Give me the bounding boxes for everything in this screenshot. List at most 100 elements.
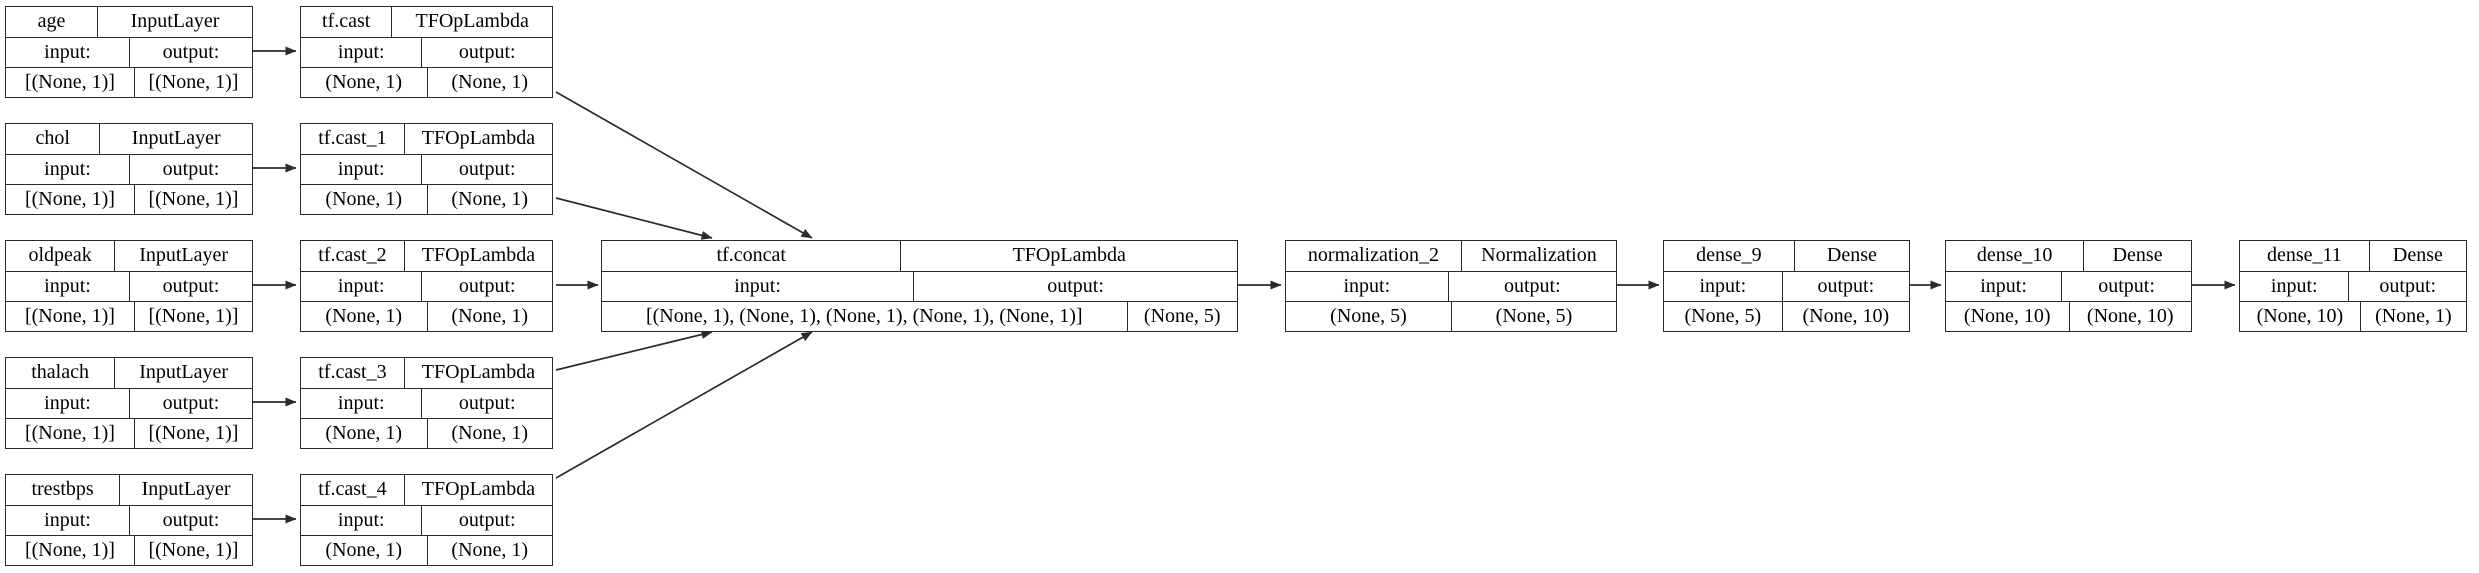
layer-type: TFOpLambda bbox=[900, 241, 1237, 271]
layer-name: thalach bbox=[31, 361, 89, 383]
input-shape: (None, 5) bbox=[1684, 305, 1762, 327]
output-label: output: bbox=[421, 155, 552, 184]
input-shape: [(None, 1)] bbox=[24, 71, 115, 93]
layer-type: Normalization bbox=[1460, 241, 1616, 271]
output-label: output: bbox=[913, 272, 1237, 301]
layer-type: Dense bbox=[2368, 241, 2466, 271]
output-label: output: bbox=[2061, 272, 2191, 301]
layer-type: InputLayer bbox=[119, 475, 252, 505]
input-shape: (None, 10) bbox=[2256, 305, 2344, 327]
input-shape: (None, 1) bbox=[325, 71, 403, 93]
input-label: input: bbox=[734, 275, 781, 297]
output-shape: (None, 5) bbox=[1126, 302, 1238, 331]
output-shape: (None, 10) bbox=[1781, 302, 1909, 331]
output-label: output: bbox=[421, 506, 552, 535]
layer-name: age bbox=[37, 10, 66, 32]
layer-type: TFOpLambda bbox=[403, 241, 552, 271]
output-label: output: bbox=[421, 272, 552, 301]
layer-type: TFOpLambda bbox=[403, 124, 552, 154]
output-shape: (None, 1) bbox=[2359, 302, 2466, 331]
layer-name: dense_9 bbox=[1696, 244, 1762, 266]
output-shape: (None, 1) bbox=[426, 68, 553, 97]
layer-type: InputLayer bbox=[114, 241, 252, 271]
edge-tf-cast-1-to-tf-concat bbox=[555, 197, 713, 240]
edge-tf-cast-4-to-tf-concat bbox=[555, 331, 813, 479]
output-label: output: bbox=[421, 389, 552, 418]
node-dense-10: dense_10 Dense input: output: (None, 10) (N… bbox=[1945, 240, 2192, 332]
input-shape: [(None, 1), (None, 1), (None, 1), (None,… bbox=[645, 305, 1083, 327]
output-label: output: bbox=[129, 155, 252, 184]
layer-type: TFOpLambda bbox=[403, 475, 552, 505]
input-label: input: bbox=[337, 158, 385, 180]
input-shape: (None, 5) bbox=[1330, 305, 1407, 327]
input-label: input: bbox=[337, 392, 385, 414]
layer-type: InputLayer bbox=[97, 7, 252, 37]
node-tf-cast: tf.cast TFOpLambda input: output: (None, 1… bbox=[300, 6, 553, 98]
layer-name: tf.cast_1 bbox=[318, 127, 387, 149]
output-shape: (None, 5) bbox=[1451, 302, 1616, 331]
input-shape: [(None, 1)] bbox=[24, 188, 115, 210]
output-shape: (None, 1) bbox=[426, 419, 553, 448]
layer-type: TFOpLambda bbox=[391, 7, 552, 37]
input-label: input: bbox=[2270, 275, 2318, 297]
input-shape: [(None, 1)] bbox=[24, 305, 115, 327]
layer-name: dense_11 bbox=[2267, 244, 2342, 266]
edge-tf-cast-3-to-tf-concat bbox=[555, 330, 713, 371]
input-shape: (None, 10) bbox=[1963, 305, 2051, 327]
layer-type: InputLayer bbox=[99, 124, 252, 154]
input-shape: (None, 1) bbox=[325, 305, 403, 327]
output-shape: (None, 1) bbox=[426, 302, 553, 331]
input-label: input: bbox=[337, 41, 385, 63]
input-shape: [(None, 1)] bbox=[24, 422, 115, 444]
layer-name: tf.concat bbox=[716, 244, 786, 266]
input-shape: (None, 1) bbox=[325, 188, 403, 210]
output-label: output: bbox=[1447, 272, 1616, 301]
layer-name: tf.cast_3 bbox=[318, 361, 387, 383]
layer-name: oldpeak bbox=[28, 244, 92, 266]
layer-name: trestbps bbox=[31, 478, 94, 500]
output-label: output: bbox=[129, 38, 252, 67]
output-shape: [(None, 1)] bbox=[133, 302, 252, 331]
node-trestbps: trestbps InputLayer input: output: [(None,… bbox=[5, 474, 253, 566]
input-label: input: bbox=[44, 158, 91, 180]
node-tf-cast-1: tf.cast_1 TFOpLambda input: output: (None,… bbox=[300, 123, 553, 215]
input-label: input: bbox=[1980, 275, 2027, 297]
input-label: input: bbox=[1699, 275, 1747, 297]
output-shape: [(None, 1)] bbox=[133, 536, 252, 565]
input-label: input: bbox=[337, 275, 385, 297]
input-label: input: bbox=[1343, 275, 1391, 297]
output-label: output: bbox=[129, 389, 252, 418]
node-thalach: thalach InputLayer input: output: [(None, … bbox=[5, 357, 253, 449]
layer-type: Dense bbox=[2083, 241, 2191, 271]
layer-type: InputLayer bbox=[114, 358, 252, 388]
input-label: input: bbox=[44, 275, 91, 297]
input-shape: [(None, 1)] bbox=[24, 539, 115, 561]
input-label: input: bbox=[44, 41, 91, 63]
output-shape: (None, 1) bbox=[426, 536, 553, 565]
input-label: input: bbox=[44, 509, 91, 531]
layer-name: chol bbox=[35, 127, 70, 149]
output-shape: (None, 1) bbox=[426, 185, 553, 214]
layer-name: tf.cast bbox=[322, 10, 371, 32]
output-label: output: bbox=[421, 38, 552, 67]
layer-name: dense_10 bbox=[1976, 244, 2053, 266]
output-shape: [(None, 1)] bbox=[133, 419, 252, 448]
node-dense-11: dense_11 Dense input: output: (None, 10) (N… bbox=[2239, 240, 2467, 332]
output-shape: [(None, 1)] bbox=[133, 185, 252, 214]
layer-type: Dense bbox=[1793, 241, 1909, 271]
output-shape: (None, 10) bbox=[2068, 302, 2192, 331]
input-shape: (None, 1) bbox=[325, 539, 403, 561]
node-tf-concat: tf.concat TFOpLambda input: output: [(None… bbox=[601, 240, 1238, 332]
input-label: input: bbox=[44, 392, 91, 414]
output-label: output: bbox=[129, 506, 252, 535]
output-label: output: bbox=[2348, 272, 2466, 301]
